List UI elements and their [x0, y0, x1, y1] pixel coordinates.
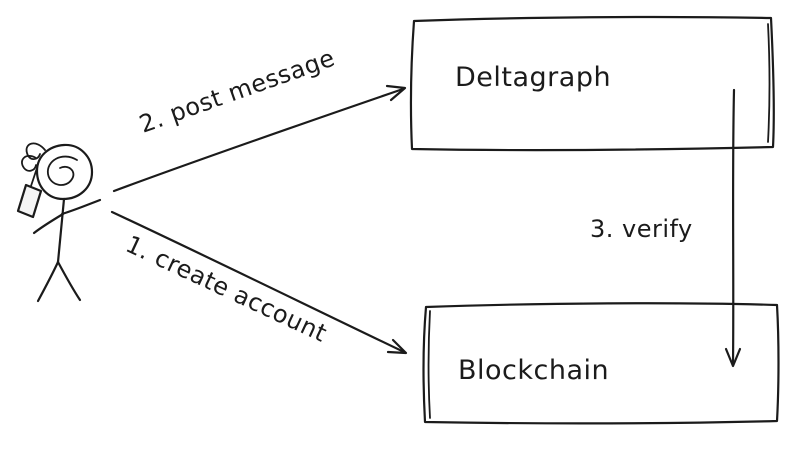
actor-leg-left [36, 260, 60, 303]
deltagraph-box-sketch-stroke [767, 23, 771, 143]
actor-face-swirl [47, 155, 78, 186]
post-message-arrow-line [112, 87, 405, 193]
actor-hair-curl [21, 142, 46, 172]
actor-leg-right [56, 260, 82, 302]
post-message-arrowhead [385, 84, 407, 102]
user-actor-figure [16, 142, 102, 303]
blockchain-box-sketch-stroke [427, 310, 431, 419]
create-account-arrow-line [110, 210, 406, 354]
verify-label: 3. verify [590, 215, 693, 243]
deltagraph-box [409, 15, 775, 152]
actor-tag-string [30, 167, 38, 187]
post-message-arrow: 2. post message [112, 44, 407, 193]
actor-body [56, 197, 66, 264]
create-account-arrow: 1. create account [110, 210, 408, 355]
actor-tag [16, 183, 43, 219]
blockchain-node: Blockchain [422, 302, 780, 425]
post-message-label: 2. post message [136, 44, 339, 139]
deltagraph-label: Deltagraph [455, 62, 611, 93]
create-account-label: 1. create account [121, 230, 331, 348]
actor-head [35, 143, 94, 201]
deltagraph-node: Deltagraph [409, 15, 775, 152]
actor-arm-right [60, 198, 102, 216]
blockchain-label: Blockchain [458, 355, 609, 386]
verify-arrow-line [731, 88, 736, 366]
create-account-arrowhead [386, 338, 408, 355]
blockchain-box [422, 302, 780, 425]
actor-arm-left [32, 212, 65, 235]
verify-arrowhead [724, 347, 742, 368]
verify-arrow: 3. verify [590, 88, 742, 368]
